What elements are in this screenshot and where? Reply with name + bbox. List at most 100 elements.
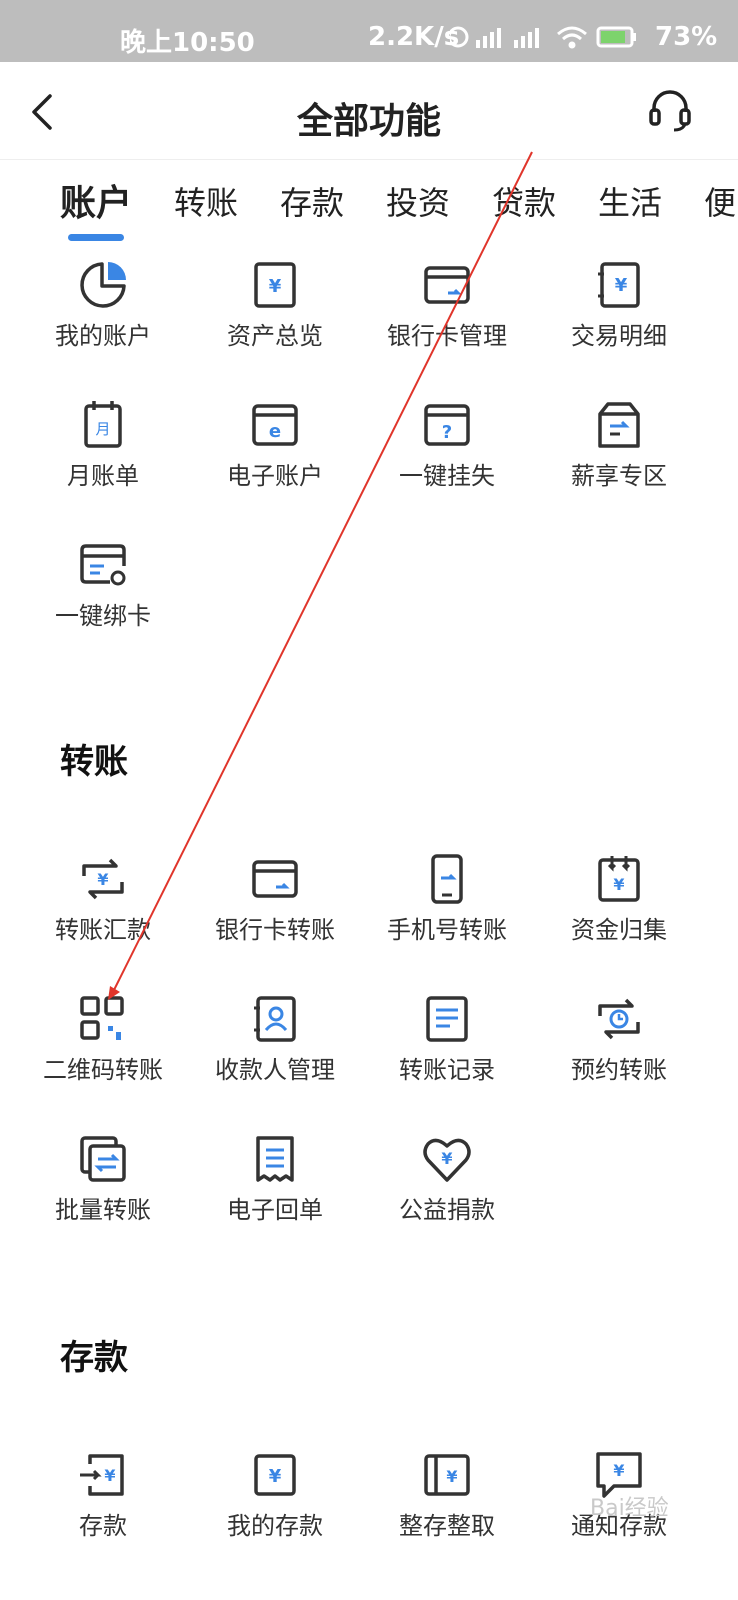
item-label: 资金归集 [571, 916, 667, 944]
e-card-icon: e [252, 404, 298, 446]
svg-text:¥: ¥ [615, 275, 628, 296]
item-label: 二维码转账 [43, 1056, 163, 1084]
svg-text:¥: ¥ [269, 1466, 282, 1487]
item-label: 收款人管理 [215, 1056, 335, 1084]
tab-investment[interactable]: 投资 [386, 184, 451, 222]
notice-deposit-button[interactable]: ¥ 通知存款 [533, 1448, 705, 1541]
e-receipt-button[interactable]: 电子回单 [189, 1132, 361, 1225]
batch-transfer-icon [80, 1136, 126, 1182]
qr-code-icon [80, 996, 124, 1040]
transfer-remit-button[interactable]: ¥ 转账汇款 [17, 852, 189, 945]
watermark: Bai经验 [590, 1496, 669, 1521]
tab-loan[interactable]: 贷款 [492, 184, 557, 222]
scheduled-transfer-button[interactable]: 预约转账 [533, 992, 705, 1085]
signal-hd-icon [514, 28, 539, 48]
tab-life[interactable]: 生活 [598, 184, 663, 222]
item-label: 银行卡转账 [215, 916, 335, 944]
heart-yuan-icon: ¥ [423, 1138, 471, 1182]
salary-box-icon [598, 402, 640, 448]
chevron-left-icon[interactable] [24, 92, 64, 132]
status-time: 晚上10:50 [120, 28, 255, 58]
e-account-button[interactable]: e 电子账户 [189, 398, 361, 491]
yuan-exchange-icon: ¥ [82, 858, 124, 900]
record-list-icon [426, 996, 468, 1042]
item-label: 批量转账 [55, 1196, 151, 1224]
salary-zone-button[interactable]: 薪享专区 [533, 398, 705, 491]
phone-icon [431, 854, 463, 904]
tab-more[interactable]: 便 [704, 184, 737, 222]
item-label: 转账记录 [399, 1056, 495, 1084]
tab-deposit[interactable]: 存款 [280, 184, 345, 222]
yuan-notebook-icon: ¥ [598, 262, 640, 308]
phone-transfer-button[interactable]: 手机号转账 [361, 852, 533, 945]
item-label: 通知存款 [571, 1512, 667, 1540]
card-link-icon [80, 544, 126, 586]
contact-book-icon [254, 996, 296, 1042]
tab-indicator [68, 234, 124, 241]
alarm-icon [447, 26, 469, 48]
deposit-button[interactable]: ¥ 存款 [17, 1448, 189, 1541]
svg-text:¥: ¥ [613, 875, 624, 894]
bank-card-icon [424, 266, 470, 304]
wifi-icon [557, 26, 587, 49]
nav-bar: 全部功能 [0, 62, 738, 160]
status-bar: 晚上10:50 2.2K/s 73% [0, 0, 738, 62]
tab-account[interactable]: 账户 [60, 183, 133, 224]
item-label: 手机号转账 [387, 916, 507, 944]
asset-overview-button[interactable]: ¥ 资产总览 [189, 258, 361, 351]
my-deposit-button[interactable]: ¥ 我的存款 [189, 1448, 361, 1541]
yuan-book-icon: ¥ [424, 1454, 470, 1496]
svg-text:e: e [269, 421, 281, 442]
transfer-record-button[interactable]: 转账记录 [361, 992, 533, 1085]
network-speed: 2.2K/s [368, 22, 460, 52]
section-title-transfer: 转账 [60, 742, 128, 782]
item-label: 月账单 [67, 462, 139, 490]
yuan-document-icon: ¥ [254, 262, 296, 308]
item-label: 我的账户 [55, 322, 151, 350]
transaction-detail-button[interactable]: ¥ 交易明细 [533, 258, 705, 351]
svg-text:月: 月 [95, 420, 110, 438]
svg-text:¥: ¥ [97, 870, 108, 889]
yuan-document-icon: ¥ [254, 1454, 296, 1496]
item-label: 整存整取 [399, 1512, 495, 1540]
tab-transfer[interactable]: 转账 [174, 184, 239, 222]
item-label: 存款 [79, 1512, 127, 1540]
question-card-icon: ? [424, 404, 470, 446]
bank-card-management-button[interactable]: 银行卡管理 [361, 258, 533, 351]
item-label: 银行卡管理 [387, 322, 507, 350]
bank-card-transfer-button[interactable]: 银行卡转账 [189, 852, 361, 945]
item-label: 交易明细 [571, 322, 667, 350]
svg-text:¥: ¥ [269, 276, 282, 297]
item-label: 资产总览 [227, 322, 323, 350]
my-account-button[interactable]: 我的账户 [17, 258, 189, 351]
bind-card-button[interactable]: 一键绑卡 [17, 538, 189, 631]
item-label: 预约转账 [571, 1056, 667, 1084]
page-title: 全部功能 [296, 101, 441, 142]
fund-collection-button[interactable]: ¥ 资金归集 [533, 852, 705, 945]
calendar-icon: 月 [84, 401, 122, 448]
item-label: 电子账户 [227, 462, 323, 490]
battery-percent: 73% [655, 22, 718, 52]
item-label: 转账汇款 [55, 916, 151, 944]
batch-transfer-button[interactable]: 批量转账 [17, 1132, 189, 1225]
status-icons [447, 24, 650, 54]
qr-code-transfer-button[interactable]: 二维码转账 [17, 992, 189, 1085]
lump-sum-deposit-button[interactable]: ¥ 整存整取 [361, 1448, 533, 1541]
bank-card-icon [252, 860, 298, 898]
headset-icon[interactable] [646, 86, 694, 134]
svg-text:¥: ¥ [441, 1149, 452, 1168]
category-tabs: 账户 转账 存款 投资 贷款 生活 便 [0, 172, 738, 242]
receipt-icon [256, 1136, 294, 1182]
charity-donation-button[interactable]: ¥ 公益捐款 [361, 1132, 533, 1225]
battery-icon [596, 26, 636, 48]
item-label: 公益捐款 [399, 1196, 495, 1224]
report-loss-button[interactable]: ? 一键挂失 [361, 398, 533, 491]
collect-icon: ¥ [598, 856, 640, 902]
deposit-in-icon: ¥ [80, 1454, 124, 1496]
item-label: 一键绑卡 [55, 602, 151, 630]
monthly-bill-button[interactable]: 月 月账单 [17, 398, 189, 491]
svg-text:¥: ¥ [613, 1461, 624, 1480]
yuan-chat-icon: ¥ [596, 1452, 642, 1498]
payee-management-button[interactable]: 收款人管理 [189, 992, 361, 1085]
pie-chart-icon [80, 262, 126, 308]
